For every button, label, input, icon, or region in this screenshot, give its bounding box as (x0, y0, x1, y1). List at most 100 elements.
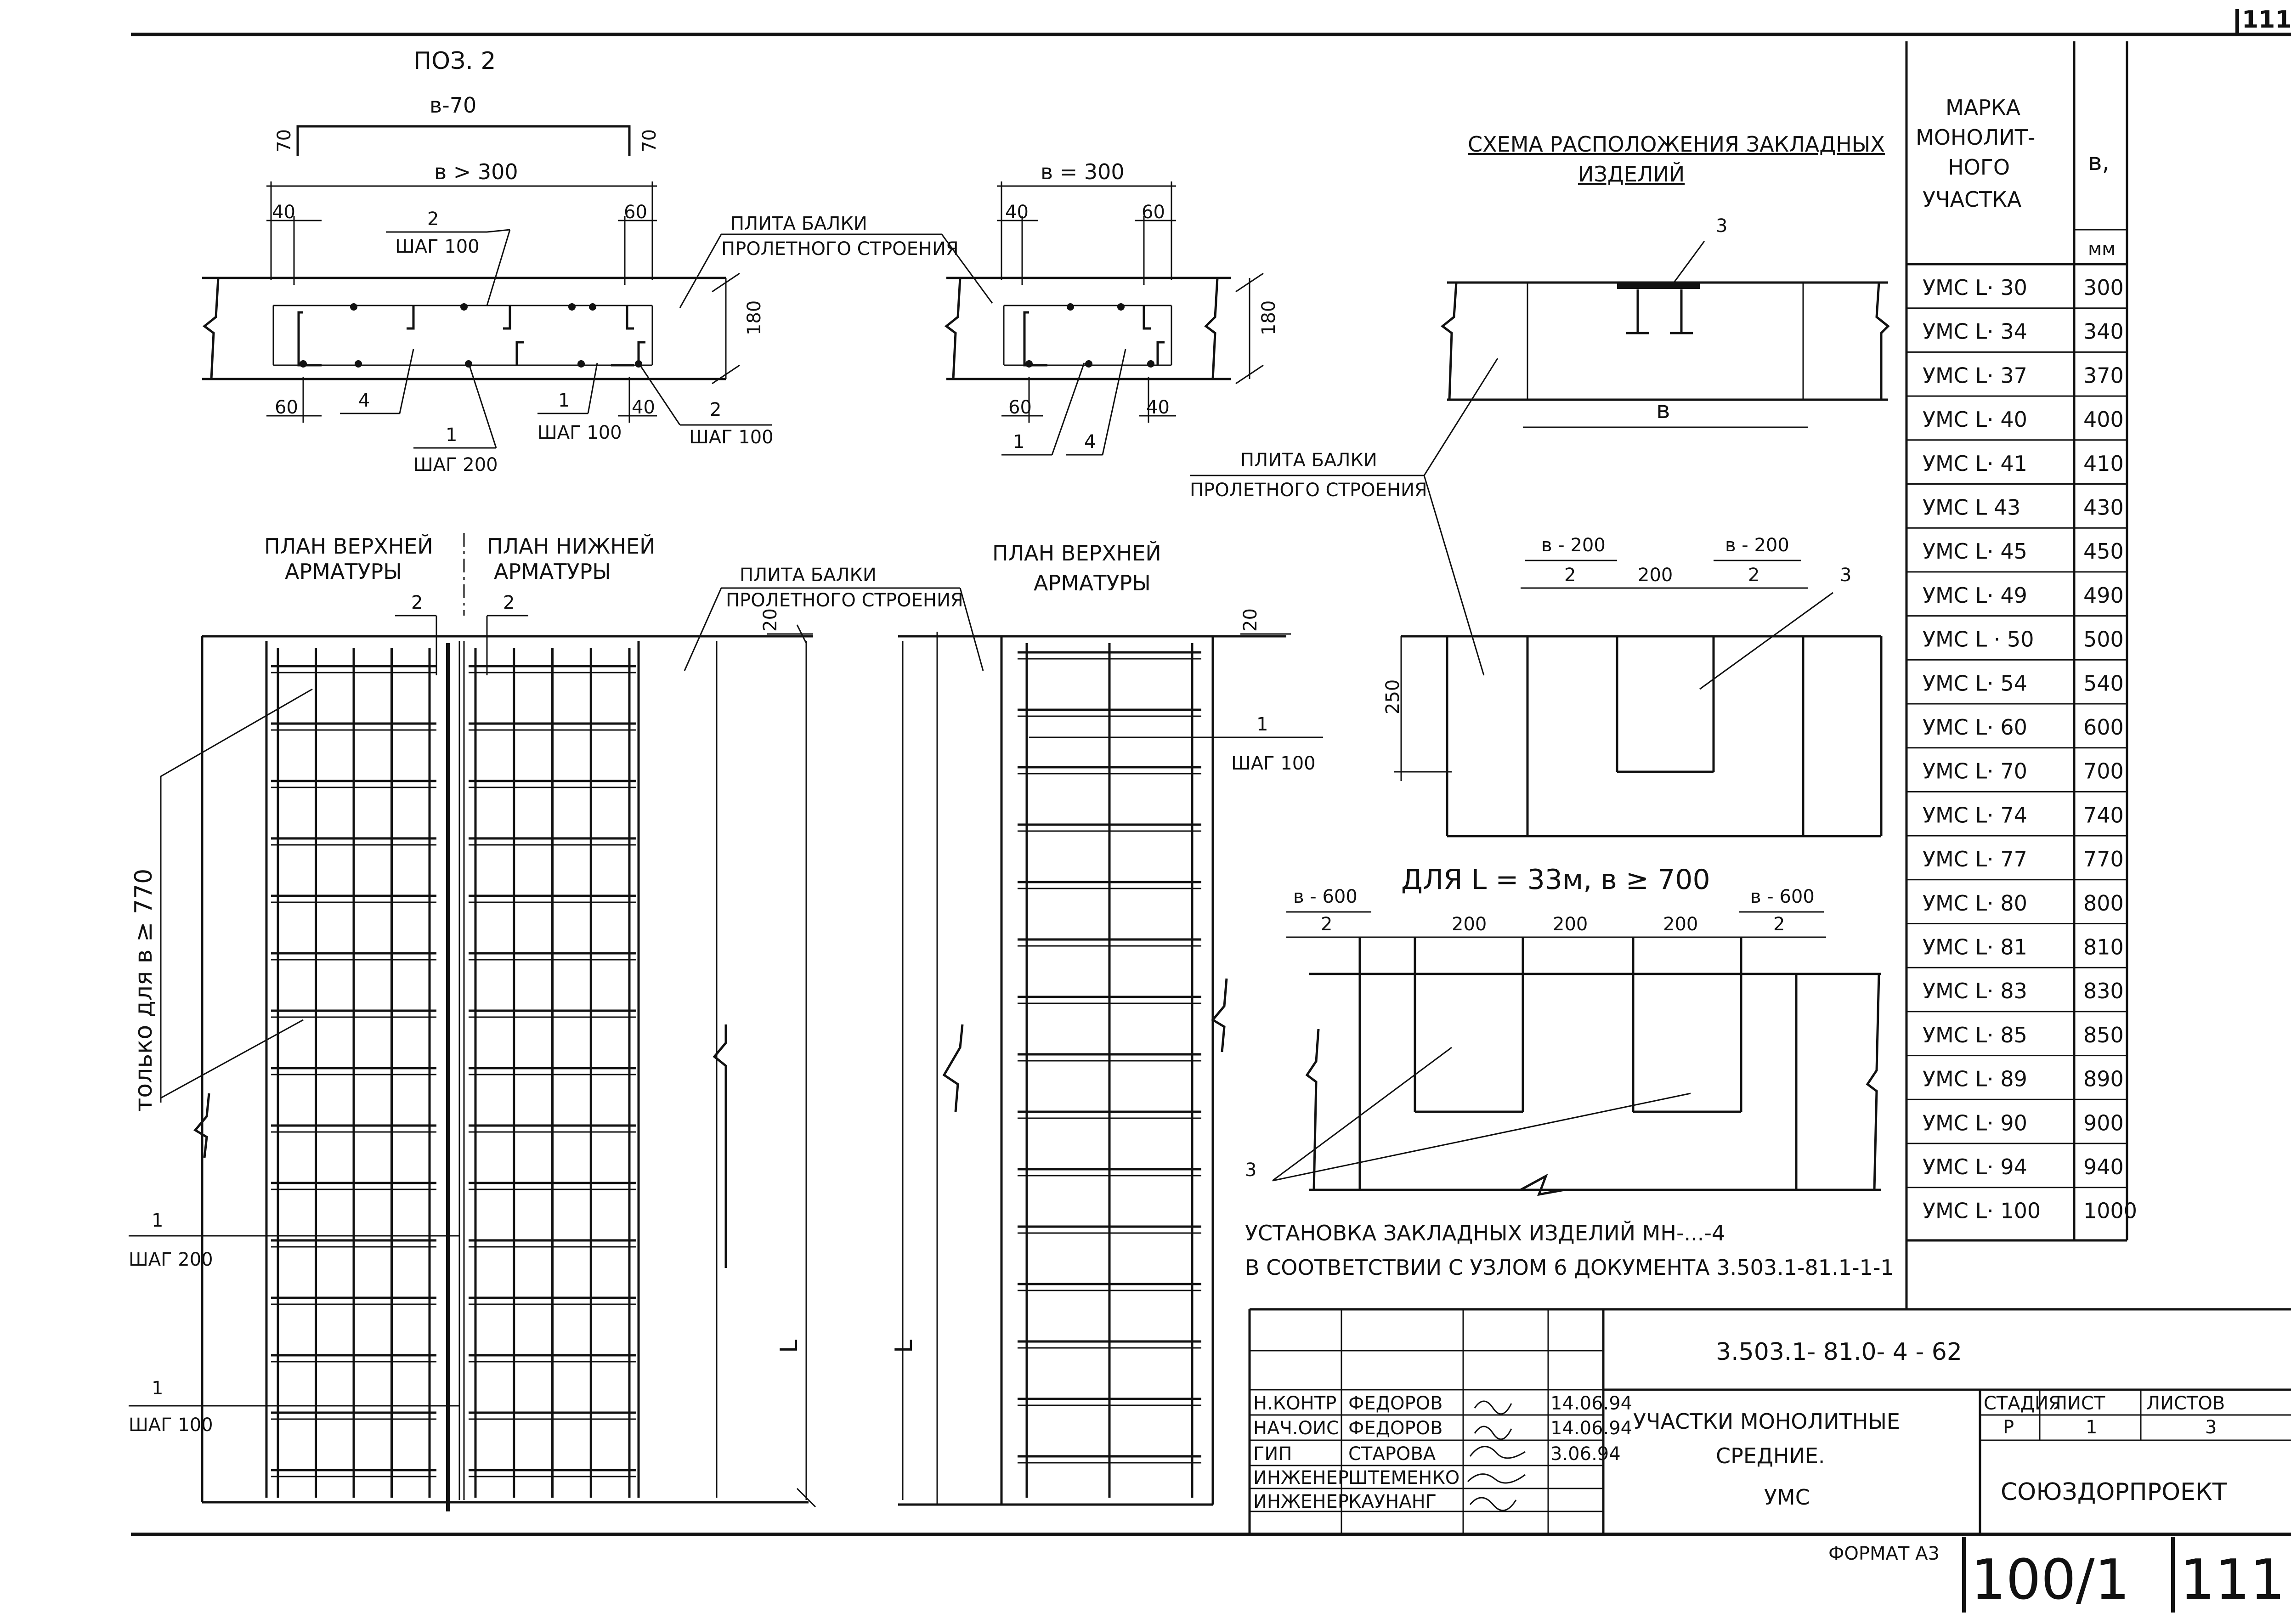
plan-label-2a: 2 (411, 592, 423, 613)
table-b-cell: 400 (2083, 407, 2124, 432)
table-mark-cell: УМС L· 60 (1923, 715, 2027, 740)
section-pos2: ПОЗ. 2 в-70 70 70 в > 300 40 60 (202, 47, 993, 475)
table-mark-cell: УМС L · 50 (1923, 627, 2034, 652)
only-for-note: только для в ≥ 770 (130, 869, 158, 1112)
label-shag100-top: ШАГ 100 (395, 236, 480, 257)
right-plan-title-1: ПЛАН ВЕРХНЕЙ (992, 541, 1161, 566)
marks-table: МАРКА МОНОЛИТ- НОГО УЧАСТКА в, мм УМС L·… (1905, 41, 2137, 1309)
note-line-1: УСТАНОВКА ЗАКЛАДНЫХ ИЗДЕЛИЙ МН-...-4 (1245, 1221, 1725, 1245)
dim-2-left: 2 (1564, 565, 1576, 586)
header-b: в, (2088, 148, 2110, 176)
sheet-frame (131, 9, 2291, 1536)
table-b-cell: 450 (2083, 539, 2124, 564)
plan-label-1-shag200: 1 (152, 1210, 163, 1231)
dim-2-right2: 2 (1773, 914, 1785, 935)
table-mark-cell: УМС L· 70 (1923, 759, 2027, 784)
embedded-title-1: СХЕМА РАСПОЛОЖЕНИЯ ЗАКЛАДНЫХ (1468, 132, 1885, 157)
dim-200-c: 200 (1663, 914, 1698, 935)
table-b-cell: 940 (2083, 1154, 2124, 1179)
table-b-cell: 830 (2083, 979, 2124, 1003)
mid-dim-60: 60 (1142, 202, 1165, 223)
dim-L-right: L (890, 1340, 918, 1353)
table-b-cell: 770 (2083, 847, 2124, 871)
pos-title: ПОЗ. 2 (413, 47, 496, 75)
note-line-2: В СООТВЕТСТВИИ С УЗЛОМ 6 ДОКУМЕНТА 3.503… (1245, 1255, 1894, 1280)
table-b-cell: 800 (2083, 891, 2124, 916)
album-number: 100/1 (1971, 1548, 2130, 1612)
dim-2-right: 2 (1748, 565, 1759, 586)
table-b-cell: 890 (2083, 1067, 2124, 1092)
table-mark-cell: УМС L· 54 (1923, 671, 2027, 696)
mid-label-4: 4 (1084, 431, 1096, 453)
staff-date: 14.06.94 (1550, 1393, 1632, 1414)
label-4: 4 (358, 390, 370, 411)
dim-180: 180 (744, 300, 765, 335)
staff-name: СТАРОВА (1348, 1443, 1436, 1465)
table-b-cell: 700 (2083, 759, 2124, 784)
plans-left: ПЛАН ВЕРХНЕЙ АРМАТУРЫ ПЛАН НИЖНЕЙ АРМАТУ… (129, 533, 984, 1511)
dim-70-right: 70 (639, 129, 660, 153)
table-mark-cell: УМС L· 89 (1923, 1067, 2027, 1092)
embedded-plate-1: ПЛИТА БАЛКИ (1240, 450, 1377, 471)
table-b-cell: 340 (2083, 319, 2124, 344)
sheet-title-1: УЧАСТКИ МОНОЛИТНЫЕ (1633, 1409, 1900, 1434)
table-mark-cell: УМС L· 41 (1923, 451, 2027, 476)
table-b-cell: 430 (2083, 495, 2124, 520)
table-b-cell: 600 (2083, 715, 2124, 740)
table-mark-cell: УМС L· 34 (1923, 319, 2027, 344)
sheets-value: 3 (2205, 1417, 2217, 1438)
dim-b200-right: в - 200 (1725, 535, 1789, 556)
table-mark-cell: УМС L· 94 (1923, 1154, 2027, 1179)
right-plan-title-2: АРМАТУРЫ (1034, 571, 1151, 595)
table-mark-cell: УМС L· 49 (1923, 583, 2027, 608)
table-b-cell: 490 (2083, 583, 2124, 608)
right-label-shag100: ШАГ 100 (1231, 753, 1316, 774)
header-mark-1: МАРКА (1946, 95, 2021, 120)
table-b-cell: 370 (2083, 363, 2124, 388)
plan-label-shag100: ШАГ 100 (129, 1415, 213, 1436)
dim-200-b: 200 (1553, 914, 1588, 935)
dim-b200-left: в - 200 (1541, 535, 1606, 556)
label-shag100-b: ШАГ 100 (689, 427, 774, 448)
plan-label-1-shag100: 1 (152, 1378, 163, 1399)
right-label-1: 1 (1256, 714, 1268, 735)
table-mark-cell: УМС L· 100 (1923, 1199, 2041, 1223)
staff-role: НАЧ.ОИС (1253, 1418, 1339, 1439)
mid-dim-40: 40 (1005, 202, 1029, 223)
staff-role: ИНЖЕНЕР (1253, 1467, 1349, 1488)
table-b-cell: 300 (2083, 275, 2124, 300)
top-plan-title-2: АРМАТУРЫ (285, 559, 402, 584)
dim-2-left2: 2 (1321, 914, 1332, 935)
page-number: 111 (2180, 1548, 2285, 1612)
table-b-cell: 500 (2083, 627, 2124, 652)
table-mark-cell: УМС L 43 (1923, 495, 2020, 520)
table-b-cell: 810 (2083, 934, 2124, 959)
label-shag100-a: ШАГ 100 (537, 422, 622, 443)
header-unit: мм (2088, 238, 2116, 260)
table-b-cell: 850 (2083, 1023, 2124, 1047)
section-b300: в = 300 40 60 180 60 40 1 4 (944, 159, 1279, 456)
header-mark-2: МОНОЛИТ- (1916, 125, 2035, 150)
dim-L-left: L (775, 1340, 803, 1353)
plan-plate-label-2: ПРОЛЕТНОГО СТРОЕНИЯ (726, 590, 963, 611)
table-b-cell: 540 (2083, 671, 2124, 696)
staff-name: ФЕДОРОВ (1348, 1393, 1443, 1414)
table-mark-cell: УМС L· 74 (1923, 803, 2027, 827)
staff-role: Н.КОНТР (1253, 1393, 1336, 1414)
table-b-cell: 740 (2083, 803, 2124, 827)
embedded-label-3-bottom: 3 (1245, 1160, 1256, 1181)
label-1-a: 1 (558, 390, 570, 411)
embedded-subtitle: ДЛЯ L = 33м, в ≥ 700 (1401, 864, 1710, 896)
table-mark-cell: УМС L· 83 (1923, 979, 2027, 1003)
table-mark-cell: УМС L· 77 (1923, 847, 2027, 871)
doc-code: 3.503.1- 81.0- 4 - 62 (1716, 1338, 1962, 1366)
plate-label-1: ПЛИТА БАЛКИ (730, 213, 867, 234)
header-mark-3: НОГО (1948, 155, 2010, 180)
upper-lower-mesh (271, 648, 636, 1498)
dim-b-300: в = 300 (1041, 159, 1125, 184)
dim-40-bottom: 40 (632, 397, 655, 418)
staff-date: 3.06.94 (1550, 1443, 1621, 1465)
dim-70-left: 70 (274, 129, 295, 153)
